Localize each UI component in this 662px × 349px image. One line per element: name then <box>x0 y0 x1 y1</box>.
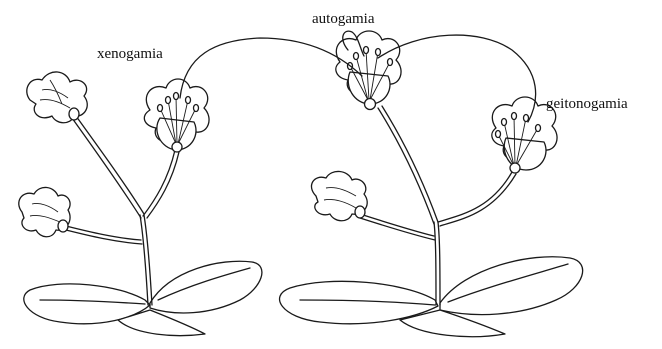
label-geitonogamia: geitonogamia <box>546 96 628 112</box>
left-plant-stem <box>140 215 148 305</box>
right-plant <box>280 31 583 337</box>
left-plant-flower-lower <box>19 187 70 236</box>
label-xenogamia: xenogamia <box>97 46 163 62</box>
left-plant <box>19 72 262 336</box>
label-autogamia: autogamia <box>312 11 375 27</box>
left-plant-flower-upper <box>27 72 87 123</box>
xenogamia-arrow <box>180 38 362 98</box>
xenogamia-flower <box>144 79 209 152</box>
right-plant-stem <box>434 222 436 305</box>
autogamia-flower <box>336 31 401 110</box>
right-plant-flower-lower <box>311 171 367 220</box>
